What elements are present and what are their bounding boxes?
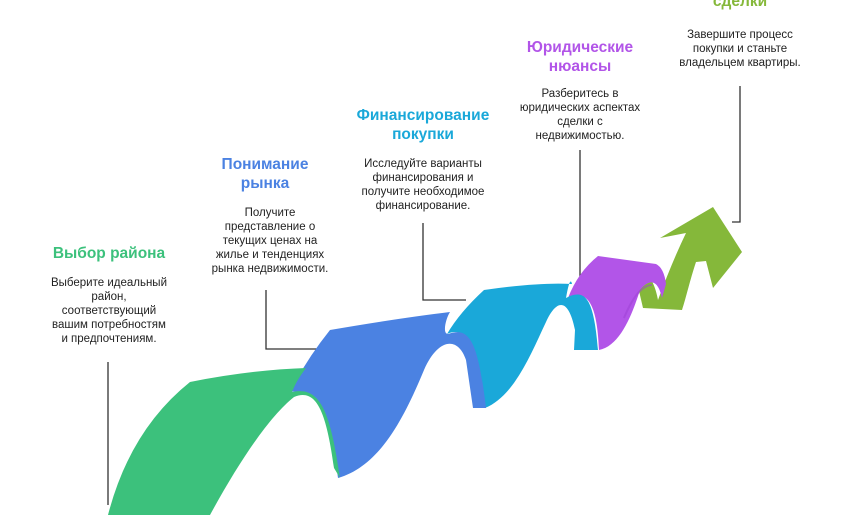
connector-step-5 xyxy=(732,86,741,223)
step-description-4: Разберитесь в юридических аспектах сделк… xyxy=(519,88,641,142)
step-description-2: Получите представление о текущих ценах н… xyxy=(211,207,329,275)
step-title-3: Финансирование покупки xyxy=(356,107,490,143)
step-title-4: Юридические нюансы xyxy=(526,39,634,75)
step-title-2: Понимание рынка xyxy=(221,156,309,192)
connector-step-2 xyxy=(265,290,318,350)
connector-lines xyxy=(107,86,741,505)
ribbon-step-3 xyxy=(447,281,598,408)
step-title-1: Выбор района xyxy=(52,245,166,262)
step-description-3: Исследуйте варианты финансирования и пол… xyxy=(361,158,485,212)
ribbon-step-5 xyxy=(636,207,742,310)
step-description-5: Завершите процесс покупки и станьте влад… xyxy=(679,29,801,69)
ribbon-step-2 xyxy=(290,312,486,478)
ribbon-step-1 xyxy=(108,368,340,515)
step-title-5: сделки xyxy=(712,0,768,10)
connector-step-3 xyxy=(422,223,466,301)
step-description-1: Выберите идеальный район, соответствующи… xyxy=(50,277,167,345)
ribbon-step-4 xyxy=(568,256,666,350)
